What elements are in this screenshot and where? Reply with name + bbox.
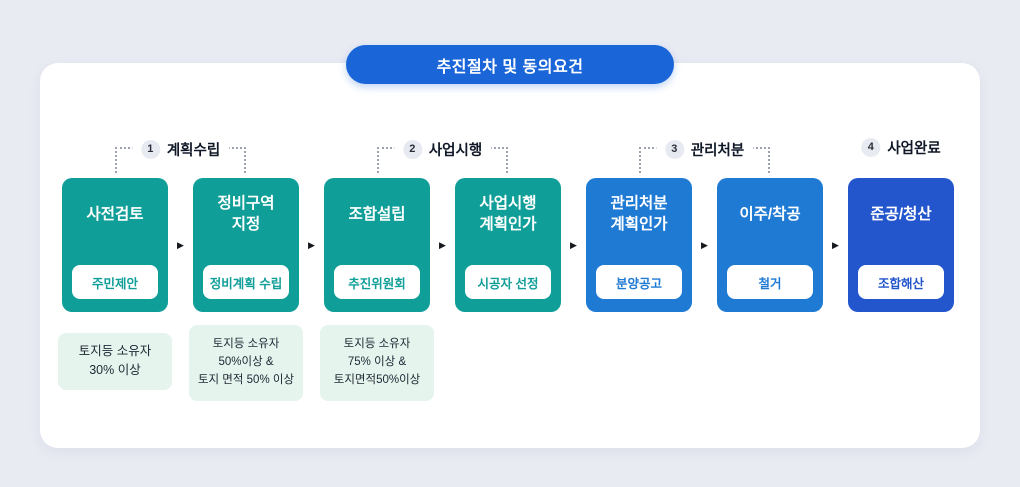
- phase-label-4: 4 사업완료: [861, 137, 941, 157]
- phase-label-text: 계획수립: [166, 142, 221, 159]
- step-zone-designation: 정비구역 지정 정비계획 수립: [193, 178, 299, 312]
- consent-note-1: 토지등 소유자 30% 이상: [58, 333, 172, 390]
- step-badge: 조합해산: [858, 265, 944, 299]
- step-pre-review: 사전검토 주민제안: [62, 178, 168, 312]
- arrow-right-icon: ▶: [570, 239, 577, 250]
- consent-note-3: 토지등 소유자 75% 이상 & 토지면적50%이상: [320, 325, 434, 401]
- phase-label-3: 3 관리처분: [655, 139, 754, 159]
- phase-bracket-3: 3 관리처분: [639, 139, 770, 173]
- step-title: 이주/착공: [739, 205, 801, 223]
- arrow-right-icon: ▶: [177, 239, 184, 250]
- step-title: 사업시행 계획인가: [479, 195, 537, 233]
- arrow-right-icon: ▶: [308, 239, 315, 250]
- step-title: 정비구역 지정: [217, 195, 275, 233]
- phase-label-1: 1 계획수립: [131, 139, 230, 159]
- phase-row: 1 계획수립 2 사업시행 3 관리처분 4 사업완료: [62, 137, 958, 180]
- phase-label-text: 관리처분: [690, 142, 745, 159]
- consent-note-2: 토지등 소유자 50%이상 & 토지 면적 50% 이상: [189, 325, 303, 401]
- page-title-pill: 추진절차 및 동의요건: [346, 45, 674, 84]
- step-relocation-construction: 이주/착공 철거: [717, 178, 823, 312]
- step-association-establishment: 조합설립 추진위원회: [324, 178, 430, 312]
- step-completion-liquidation: 준공/청산 조합해산: [848, 178, 954, 312]
- phase-label-text: 사업완료: [887, 140, 941, 157]
- phase-bracket-2: 2 사업시행: [377, 139, 508, 173]
- step-management-disposal-approval: 관리처분 계획인가 분양공고: [586, 178, 692, 312]
- step-title: 관리처분 계획인가: [610, 195, 668, 233]
- arrow-right-icon: ▶: [832, 239, 839, 250]
- arrow-right-icon: ▶: [439, 239, 446, 250]
- page-title: 추진절차 및 동의요건: [436, 58, 584, 76]
- step-badge: 주민제안: [72, 265, 158, 299]
- step-badge: 시공자 선정: [465, 265, 551, 299]
- step-badge: 철거: [727, 265, 813, 299]
- step-implementation-plan-approval: 사업시행 계획인가 시공자 선정: [455, 178, 561, 312]
- step-title: 조합설립: [348, 205, 406, 223]
- phase-number-badge: 1: [140, 139, 160, 159]
- phase-label-2: 2 사업시행: [393, 139, 492, 159]
- phase-number-badge: 3: [664, 139, 684, 159]
- step-title: 사전검토: [86, 205, 144, 223]
- step-title: 준공/청산: [870, 205, 932, 223]
- phase-bracket-1: 1 계획수립: [115, 139, 246, 173]
- step-badge: 추진위원회: [334, 265, 420, 299]
- phase-label-text: 사업시행: [428, 142, 483, 159]
- diagram-card: 1 계획수립 2 사업시행 3 관리처분 4 사업완료: [40, 63, 980, 448]
- phase-number-badge: 2: [402, 139, 422, 159]
- step-badge: 정비계획 수립: [203, 265, 289, 299]
- phase-number-badge: 4: [861, 137, 881, 157]
- consent-notes: 토지등 소유자 30% 이상 토지등 소유자 50%이상 & 토지 면적 50%…: [58, 325, 958, 415]
- step-badge: 분양공고: [596, 265, 682, 299]
- arrow-right-icon: ▶: [701, 239, 708, 250]
- process-steps: 사전검토 주민제안 ▶ 정비구역 지정 정비계획 수립 ▶ 조합설립 추진위원회…: [62, 178, 954, 312]
